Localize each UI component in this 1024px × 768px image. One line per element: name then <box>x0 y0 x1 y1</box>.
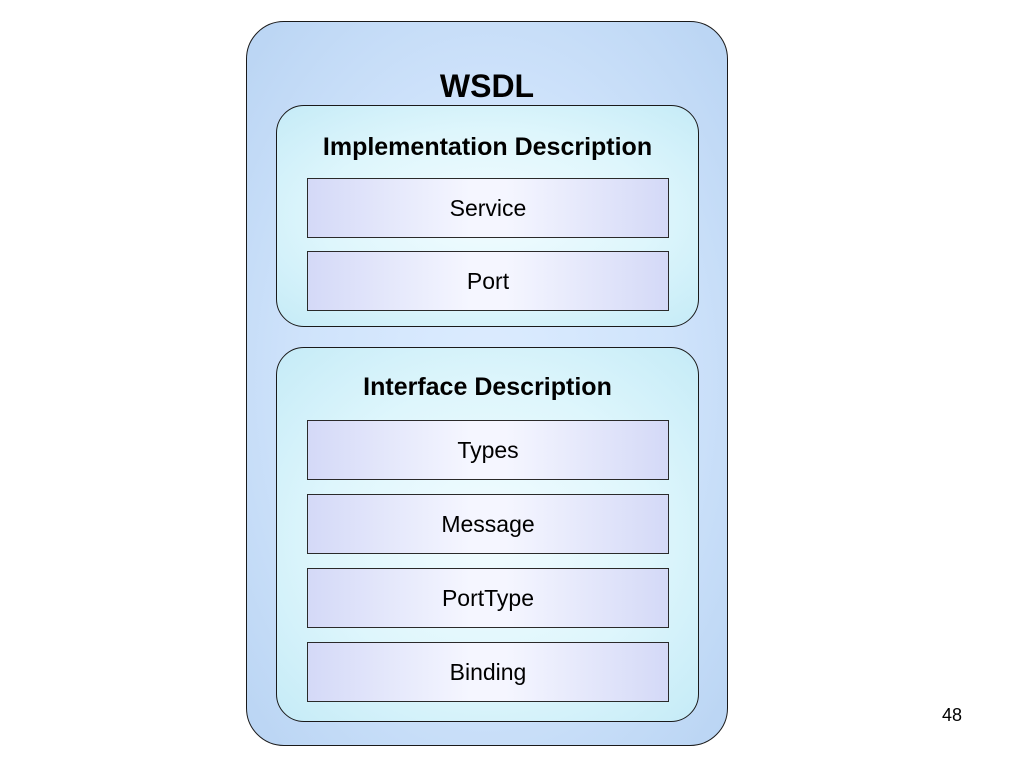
wsdl-title: WSDL <box>439 68 535 104</box>
service-box: Service <box>307 178 669 238</box>
interface-description-title: Interface Description <box>363 373 612 401</box>
interface-description-group: Interface Description Types Message Port… <box>276 347 699 722</box>
types-box: Types <box>307 420 669 480</box>
binding-box: Binding <box>307 642 669 702</box>
implementation-description-group: Implementation Description Service Port <box>276 105 699 327</box>
port-box: Port <box>307 251 669 311</box>
implementation-description-title: Implementation Description <box>322 133 653 161</box>
message-box: Message <box>307 494 669 554</box>
porttype-box: PortType <box>307 568 669 628</box>
page-number: 48 <box>941 705 963 725</box>
